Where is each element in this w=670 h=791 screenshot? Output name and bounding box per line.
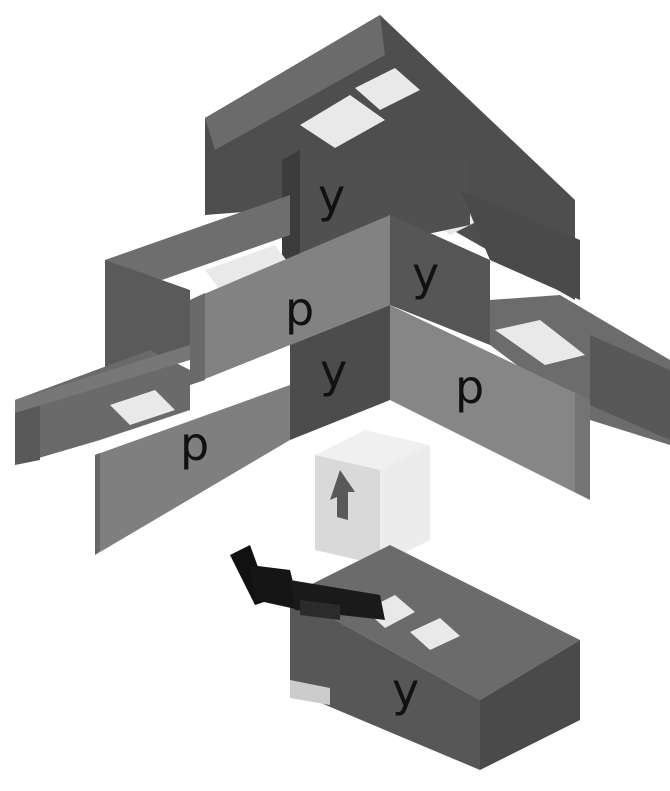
label-top-y: y (318, 169, 345, 223)
label-center-p: p (285, 282, 314, 336)
single-y-block: y (290, 545, 580, 770)
label-center-lower-y: y (320, 344, 347, 398)
label-right-upper-y: y (412, 247, 439, 301)
label-left-lower-p: p (180, 417, 209, 471)
label-right-lower-p: p (455, 360, 484, 414)
label-single-y: y (392, 663, 419, 717)
card-with-arrow-icon (315, 430, 430, 565)
